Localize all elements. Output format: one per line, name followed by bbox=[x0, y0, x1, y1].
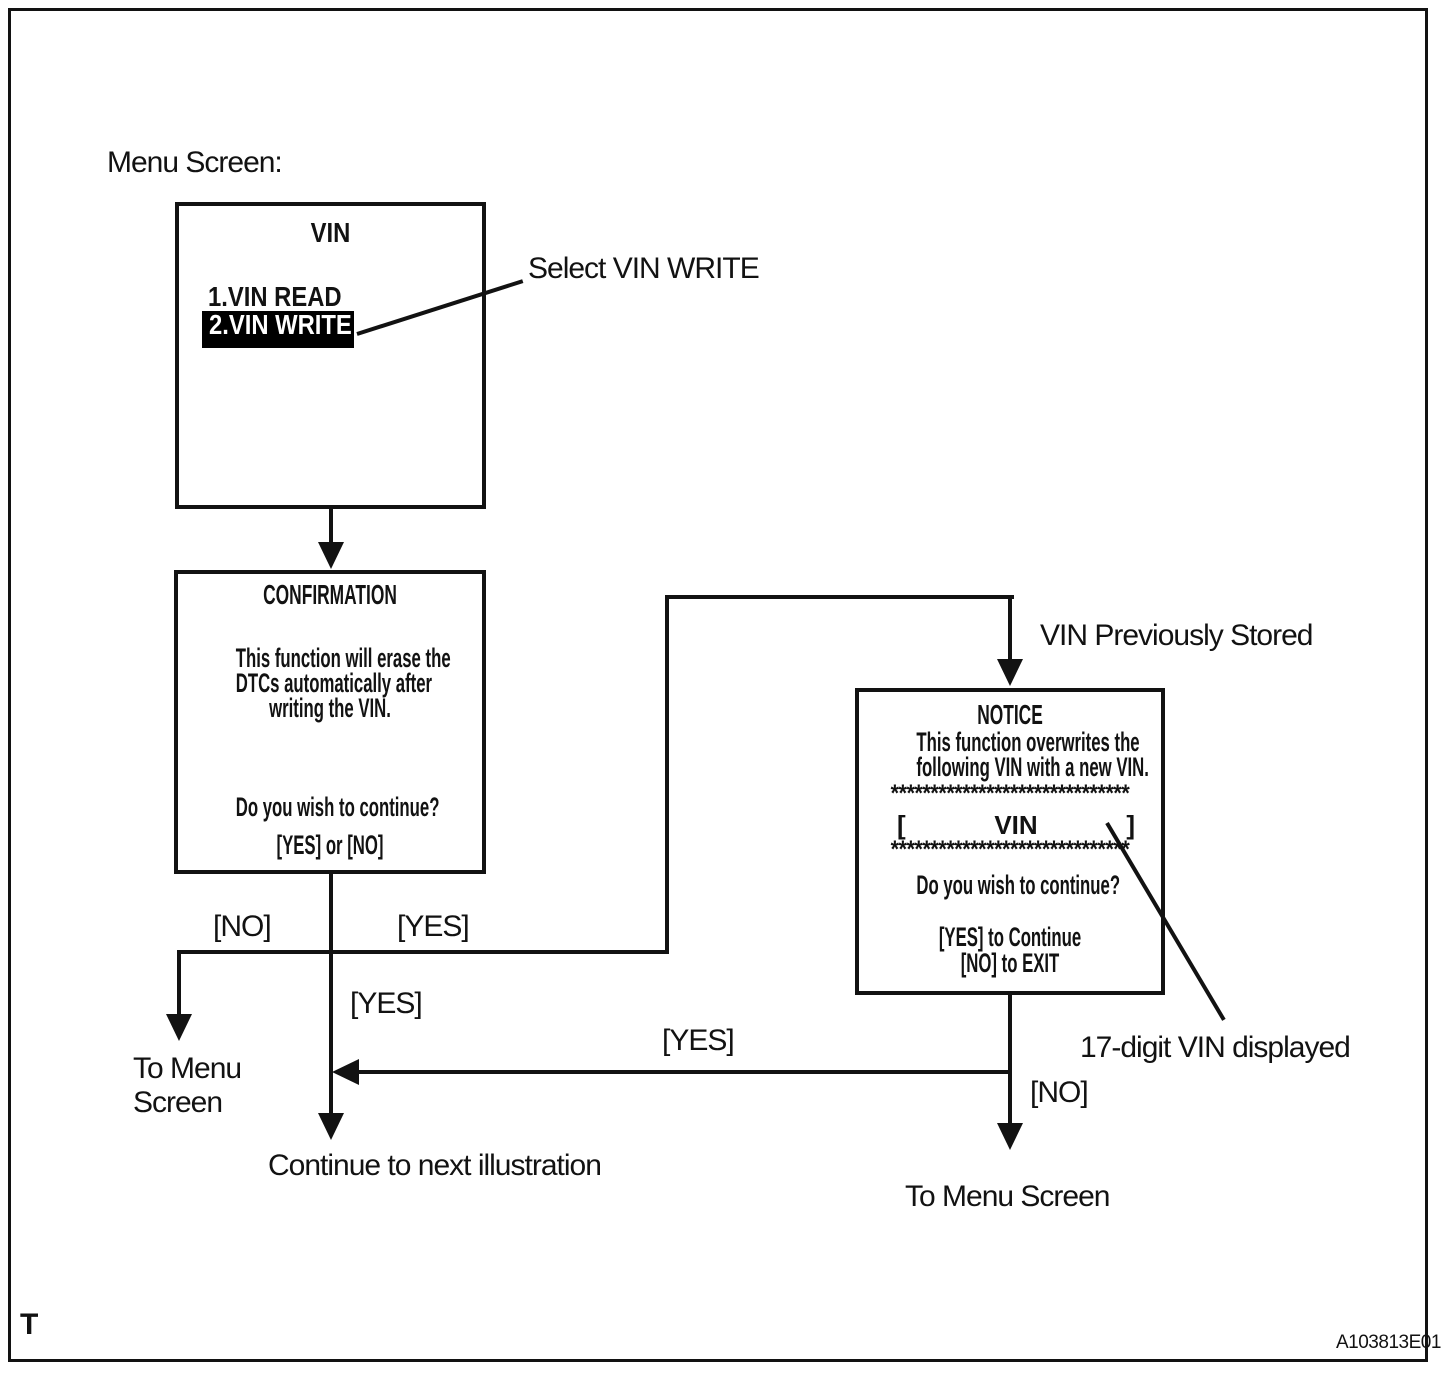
flow-line-vin-to-confirmation bbox=[329, 509, 333, 545]
figure-id: A103813E01 bbox=[1336, 1332, 1441, 1353]
notice-vin-field: [ VIN ] bbox=[897, 812, 1135, 838]
outcome-to-menu-screen-right: To Menu Screen bbox=[905, 1180, 1110, 1213]
label-confirmation-yes-branch: [YES] bbox=[397, 910, 470, 943]
notice-body-line2: following VIN with a new VIN. bbox=[916, 752, 1149, 782]
arrowhead-into-notice bbox=[997, 659, 1023, 686]
select-vin-write-callout: Select VIN WRITE bbox=[528, 252, 760, 285]
menu-item-vin-read: 1.VIN READ bbox=[208, 281, 342, 312]
notice-no-instruction: [NO] to EXIT bbox=[960, 948, 1060, 978]
notice-yes-instruction: [YES] to Continue bbox=[938, 922, 1082, 952]
confirmation-options: [YES] or [NO] bbox=[276, 830, 384, 860]
flow-line-yes-branch-over bbox=[665, 595, 1014, 599]
vin-menu-screen-box: VIN 1.VIN READ 2.VIN WRITE bbox=[175, 202, 486, 509]
notice-asterisk-row-bottom: ****************************** bbox=[890, 836, 1130, 863]
corner-label-t: T bbox=[20, 1308, 39, 1341]
notice-screen-box: NOTICE This function overwrites the foll… bbox=[855, 688, 1165, 995]
flow-line-notice-no-down bbox=[1008, 995, 1012, 1125]
vin-menu-title: VIN bbox=[310, 217, 351, 248]
label-confirmation-no: [NO] bbox=[213, 910, 272, 943]
page-border bbox=[8, 8, 1428, 1362]
arrowhead-yes-return bbox=[332, 1059, 359, 1085]
to-menu-screen-left-line2: Screen bbox=[133, 1085, 223, 1119]
arrowhead-continue-next bbox=[318, 1113, 344, 1140]
to-menu-screen-left-line1: To Menu bbox=[133, 1052, 242, 1085]
flow-line-no-yes-split bbox=[177, 950, 669, 954]
notice-asterisk-row-top: ****************************** bbox=[890, 780, 1130, 807]
flow-line-into-notice bbox=[1008, 595, 1012, 661]
confirmation-question: Do you wish to continue? bbox=[235, 792, 440, 822]
vin-field-label: VIN bbox=[994, 810, 1038, 840]
notice-title: NOTICE bbox=[977, 699, 1043, 730]
arrowhead-into-confirmation bbox=[318, 542, 344, 569]
vin-field-close-bracket: ] bbox=[1126, 810, 1135, 840]
menu-screen-label: Menu Screen: bbox=[107, 146, 283, 179]
label-confirmation-yes-down: [YES] bbox=[350, 987, 423, 1020]
label-notice-yes-return: [YES] bbox=[662, 1024, 735, 1057]
vin-field-open-bracket: [ bbox=[897, 810, 906, 840]
label-notice-no: [NO] bbox=[1030, 1076, 1089, 1109]
flow-line-yes-branch-up bbox=[665, 595, 669, 954]
confirmation-body-line2: DTCs automatically after bbox=[235, 668, 433, 698]
notice-body-line1: This function overwrites the bbox=[916, 727, 1140, 757]
notice-question: Do you wish to continue? bbox=[916, 870, 1121, 900]
arrowhead-to-menu-screen-left bbox=[166, 1014, 192, 1041]
vin-17-digit-callout: 17-digit VIN displayed bbox=[1080, 1031, 1351, 1064]
confirmation-body-line1: This function will erase the bbox=[235, 643, 451, 673]
vin-previously-stored-callout: VIN Previously Stored bbox=[1040, 619, 1313, 652]
outcome-to-menu-screen-left: To Menu Screen bbox=[133, 1052, 242, 1120]
confirmation-body-line3: writing the VIN. bbox=[269, 693, 391, 723]
outcome-continue-next: Continue to next illustration bbox=[268, 1149, 602, 1182]
flow-line-confirmation-yes-down bbox=[329, 874, 333, 1116]
flow-line-notice-yes-return bbox=[358, 1070, 1010, 1074]
menu-item-vin-write-highlight: 2.VIN WRITE bbox=[202, 311, 354, 348]
confirmation-title: CONFIRMATION bbox=[263, 579, 397, 610]
menu-item-vin-write: 2.VIN WRITE bbox=[209, 309, 352, 340]
arrowhead-to-menu-screen-right bbox=[997, 1123, 1023, 1150]
confirmation-screen-box: CONFIRMATION This function will erase th… bbox=[174, 570, 486, 874]
flow-line-no-branch bbox=[177, 950, 181, 1016]
